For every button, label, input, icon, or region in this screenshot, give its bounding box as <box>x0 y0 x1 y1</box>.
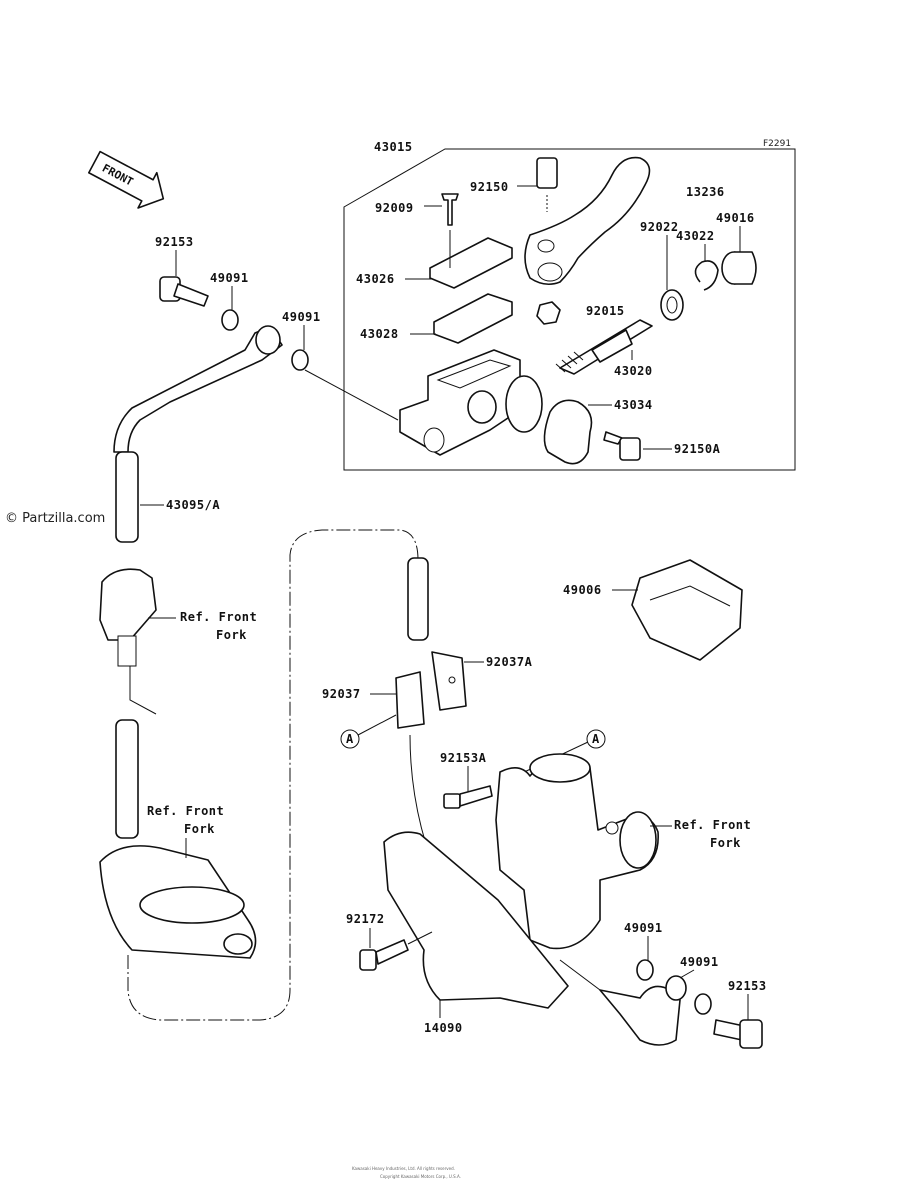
cap-screw-92009[interactable] <box>441 193 459 226</box>
label-13236[interactable]: 13236 <box>686 185 725 199</box>
label-43095A[interactable]: 43095/A <box>166 498 220 512</box>
nut-icon[interactable] <box>536 301 561 325</box>
washer-49091-d[interactable] <box>694 993 712 1015</box>
ref-front-fork-2-line1: Ref. Front <box>147 804 224 818</box>
washer-49091-a[interactable] <box>221 309 239 331</box>
label-92022[interactable]: 92022 <box>640 220 679 234</box>
label-92009[interactable]: 92009 <box>375 201 414 215</box>
hose-mid-section <box>407 557 429 641</box>
callout-a-right-letter: A <box>592 732 600 746</box>
ref-front-fork-3-line2: Fork <box>710 836 741 850</box>
brake-caliper <box>495 753 659 950</box>
label-43020[interactable]: 43020 <box>614 364 653 378</box>
label-14090[interactable]: 14090 <box>424 1021 463 1035</box>
label-49016[interactable]: 49016 <box>716 211 755 225</box>
brake-hose-43095A[interactable] <box>113 325 283 543</box>
label-49006[interactable]: 49006 <box>563 583 602 597</box>
footer-line-1: Kawasaki Heavy Industries, Ltd. All righ… <box>352 1166 455 1171</box>
banjo-bolt-92153-bottom[interactable] <box>713 1019 763 1049</box>
callout-a-left-letter: A <box>346 732 354 746</box>
label-43034[interactable]: 43034 <box>614 398 653 412</box>
hose-clamp-92037[interactable] <box>395 671 425 729</box>
fork-outline-dashed <box>127 529 419 1021</box>
label-92153-top[interactable]: 92153 <box>155 235 194 249</box>
hose-guide-49006[interactable] <box>631 559 743 661</box>
label-43026[interactable]: 43026 <box>356 272 395 286</box>
label-43022[interactable]: 43022 <box>676 229 715 243</box>
diagram-code: F2291 <box>763 139 791 149</box>
label-92153-bottom[interactable]: 92153 <box>728 979 767 993</box>
label-49091-b[interactable]: 49091 <box>282 310 321 324</box>
circlip-43022[interactable] <box>694 260 719 291</box>
hose-clamp-92037A[interactable] <box>431 651 467 711</box>
caliper-guard-14090[interactable] <box>383 831 569 1009</box>
master-cylinder-body[interactable] <box>399 349 543 456</box>
washer-49091-c[interactable] <box>636 959 654 981</box>
clamp-43034[interactable] <box>543 399 593 465</box>
dust-boot-49016[interactable] <box>721 251 757 285</box>
hose-lower-section <box>115 719 139 839</box>
watermark: © Partzilla.com <box>5 511 105 526</box>
label-49091-c[interactable]: 49091 <box>624 921 663 935</box>
label-43028[interactable]: 43028 <box>360 327 399 341</box>
callout-a-right <box>586 729 606 749</box>
footer-line-2: Copyright Kawasaki Motors Corp., U.S.A. <box>380 1174 461 1179</box>
front-arrow-icon: FRONT <box>88 150 165 209</box>
label-92153A[interactable]: 92153A <box>440 751 487 765</box>
brake-lever-13236[interactable] <box>524 156 651 286</box>
label-92150[interactable]: 92150 <box>470 180 509 194</box>
diaphragm-43028[interactable] <box>433 293 513 344</box>
piston-kit-43020[interactable] <box>555 319 653 375</box>
label-92172[interactable]: 92172 <box>346 912 385 926</box>
assembly-box-43015 <box>343 148 796 471</box>
banjo-fitting <box>599 975 687 1046</box>
label-92037A[interactable]: 92037A <box>486 655 533 669</box>
ref-front-fork-3-line1: Ref. Front <box>674 818 751 832</box>
callout-a-left <box>340 729 360 749</box>
label-49091-d[interactable]: 49091 <box>680 955 719 969</box>
washer-49091-b[interactable] <box>291 349 309 371</box>
label-43015[interactable]: 43015 <box>374 140 413 154</box>
label-92037[interactable]: 92037 <box>322 687 361 701</box>
label-92150A[interactable]: 92150A <box>674 442 721 456</box>
bolt-92153A[interactable] <box>443 785 493 809</box>
pivot-bolt-92150[interactable] <box>536 157 558 212</box>
reservoir-cap-43026[interactable] <box>429 237 513 289</box>
label-92015[interactable]: 92015 <box>586 304 625 318</box>
lower-fork-clamp <box>99 845 257 959</box>
bolt-92172[interactable] <box>359 939 409 971</box>
ref-front-fork-2-line2: Fork <box>184 822 215 836</box>
clamp-bolt-92150A[interactable] <box>603 431 641 461</box>
banjo-bolt-92153-top[interactable] <box>159 276 209 307</box>
ref-front-fork-1-line1: Ref. Front <box>180 610 257 624</box>
label-49091-a[interactable]: 49091 <box>210 271 249 285</box>
upper-fork-clamp <box>99 568 157 641</box>
ref-front-fork-1-line2: Fork <box>216 628 247 642</box>
